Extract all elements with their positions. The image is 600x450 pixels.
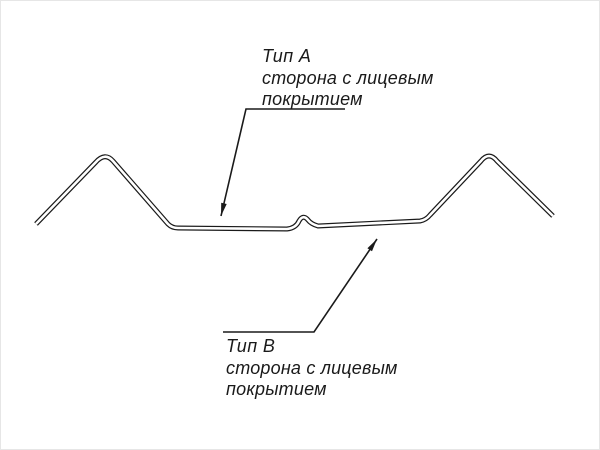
leader-a-line [220,108,345,217]
leader-b-arrowhead [367,239,377,252]
label-a-title: Тип А [262,46,311,66]
label-b: Тип В сторона с лицевым покрытием [226,336,398,399]
leader-b [223,238,378,333]
leader-a-arrowhead [221,202,227,216]
label-a: Тип А сторона с лицевым покрытием [262,46,434,109]
leader-a [220,108,345,217]
label-b-line1: сторона с лицевым [226,358,398,378]
profile-inner-gap [35,154,554,231]
leader-b-line [223,238,378,333]
label-a-line2: покрытием [262,89,363,109]
label-a-line1: сторона с лицевым [262,68,434,88]
label-b-line2: покрытием [226,379,327,399]
label-b-title: Тип В [226,336,275,356]
